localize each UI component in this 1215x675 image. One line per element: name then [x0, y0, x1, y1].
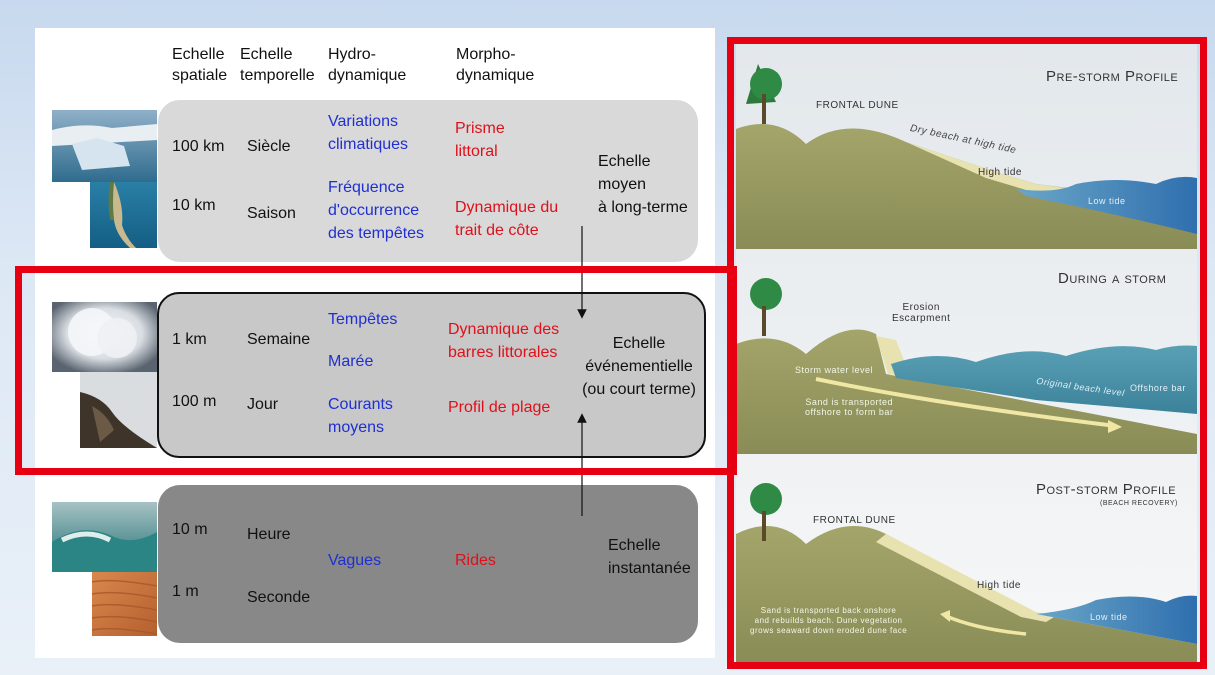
- row2-spatial: 10 km: [172, 197, 216, 214]
- sand-onshore-label: Sand is transported back onshore and reb…: [750, 606, 908, 635]
- event-band: [157, 292, 706, 458]
- row4-temporal: Jour: [247, 396, 279, 413]
- row4-hydro: Courants moyens: [328, 396, 393, 436]
- header-spatial: Echelle spatiale: [172, 46, 228, 84]
- row5-temporal: Heure: [247, 526, 291, 543]
- scale-event: Echelle événementielle (ou court terme): [582, 335, 696, 398]
- post-storm-title: Post-storm Profile: [1036, 481, 1177, 498]
- row56-morpho: Rides: [455, 552, 496, 569]
- header-morpho: Morpho- dynamique: [456, 46, 535, 84]
- post-storm-subtitle: (beach recovery): [1100, 500, 1178, 507]
- storm-water-label: Storm water level: [795, 365, 874, 375]
- row1-hydro: Variations climatiques: [328, 113, 409, 153]
- header-hydro: Hydro- dynamique: [328, 46, 407, 84]
- scale-instant: Echelle instantanée: [608, 537, 691, 577]
- row2-morpho: Dynamique du trait de côte: [455, 199, 559, 239]
- row2-hydro: Fréquence d'occurrence des tempêtes: [328, 179, 425, 242]
- row2-temporal: Saison: [247, 205, 296, 222]
- profiles-highlight: [727, 37, 1207, 669]
- during-storm-title: During a storm: [1058, 270, 1167, 287]
- low-tide-label-1: Low tide: [1088, 196, 1126, 206]
- low-tide-label-3: Low tide: [1090, 612, 1128, 622]
- row5-spatial: 10 m: [172, 521, 208, 538]
- beach-profiles-illustration: [736, 44, 1197, 663]
- erosion-label: Erosion Escarpment: [892, 302, 951, 324]
- sand-offshore-label: Sand is transported offshore to form bar: [805, 397, 894, 417]
- row4-spatial: 100 m: [172, 393, 217, 410]
- row3-temporal: Semaine: [247, 331, 311, 348]
- instant-band: [158, 485, 698, 643]
- row3-morpho: Dynamique des barres littorales: [448, 321, 560, 361]
- frontal-dune-label-1: Frontal dune: [816, 100, 899, 111]
- row6-spatial: 1 m: [172, 583, 199, 600]
- row1-morpho: Prisme littoral: [455, 120, 505, 160]
- during-storm-profile: [736, 278, 1197, 454]
- frontal-dune-label-3: Frontal dune: [813, 515, 896, 526]
- scale-long-term: Echelle moyen à long-terme: [598, 153, 688, 216]
- pre-storm-profile: [736, 64, 1197, 249]
- row3-hydro2: Marée: [328, 353, 374, 370]
- wave-ripples-photo: [52, 502, 157, 636]
- long-term-band: [158, 100, 698, 262]
- row3-spatial: 1 km: [172, 331, 207, 348]
- storm-wave-cliff-photo: [52, 302, 157, 448]
- row3-hydro: Tempêtes: [328, 311, 398, 328]
- row56-hydro: Vagues: [328, 552, 382, 569]
- post-storm-profile: [736, 483, 1197, 663]
- pre-storm-title: Pre-storm Profile: [1046, 68, 1179, 85]
- row1-spatial: 100 km: [172, 138, 225, 155]
- row1-temporal: Siècle: [247, 138, 291, 155]
- high-tide-label-1: High tide: [978, 167, 1022, 178]
- iceberg-coast-photo: [52, 110, 157, 248]
- high-tide-label-3: High tide: [977, 580, 1021, 591]
- row4-morpho: Profil de plage: [448, 399, 551, 416]
- header-temporal: Echelle temporelle: [240, 46, 315, 84]
- row6-temporal: Seconde: [247, 589, 311, 606]
- event-scale-highlight: [15, 266, 737, 475]
- offshore-bar-label: Offshore bar: [1130, 383, 1186, 393]
